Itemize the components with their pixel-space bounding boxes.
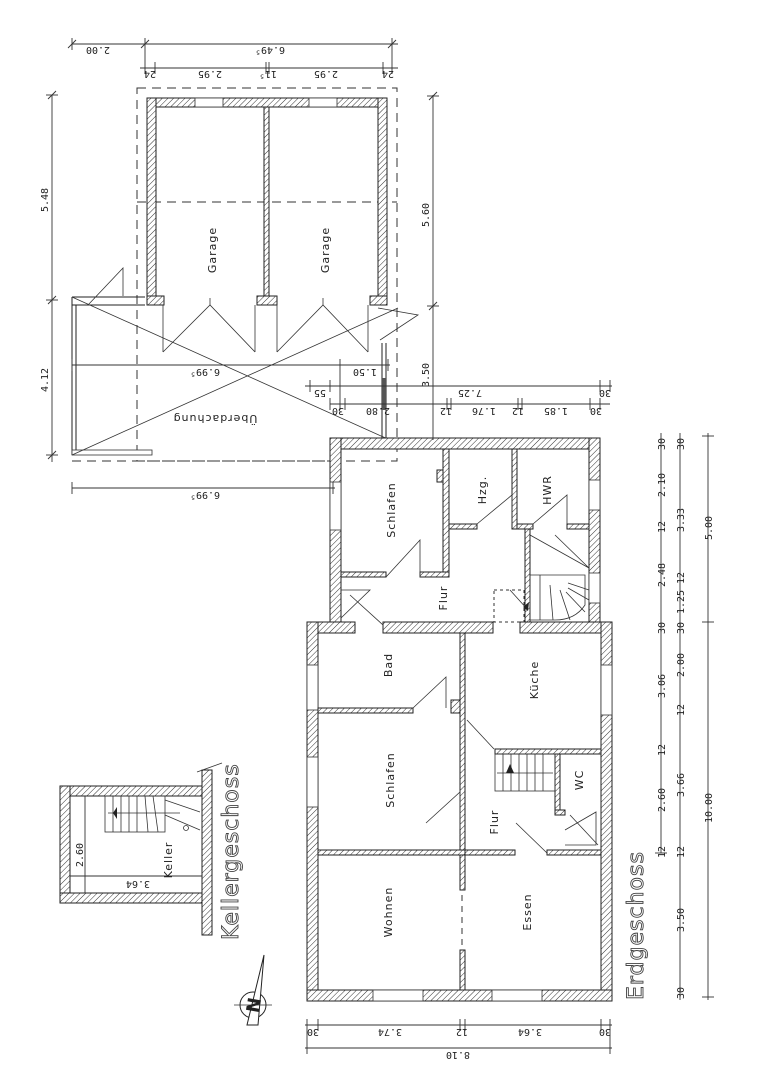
dim-right-col1: 2.48 (657, 563, 668, 587)
dim-carport-width: 6.99⁵ (190, 366, 220, 377)
dim-bottom-seg: 3.74 (378, 1026, 402, 1037)
dim-top-seg: 2.95 (314, 68, 338, 79)
dim-row-main: 12 (512, 405, 524, 416)
dim-carport-seg: 1.50 (353, 366, 377, 377)
dim-right-col1: 12 (657, 846, 668, 858)
dim-row-main: 30 (590, 405, 602, 416)
room-label-living: Wohnen (382, 887, 395, 938)
dim-right-col2: 12 (676, 572, 687, 584)
room-label-garage-left: Garage (206, 227, 219, 273)
dim-top-total-left: 2.00 (86, 44, 110, 55)
dim-row-main: 12 (440, 405, 452, 416)
dim-right-col2: 2.00 (676, 653, 687, 677)
basement-plan: Keller 2.60 3.64 Kellergeschoss (59, 762, 244, 940)
carport: Überdachung (71, 266, 420, 462)
dim-bottom-seg: 30 (599, 1026, 611, 1037)
dim-row-725: 7.25 (458, 387, 482, 398)
room-label-garage-right: Garage (319, 227, 332, 273)
dim-bottom-seg: 30 (307, 1026, 319, 1037)
dim-right-col2: 1.25 (676, 590, 687, 614)
dim-right-col1: 30 (657, 438, 668, 450)
dimensions-top: 2.00 6.49⁵ 24 2.95 11⁵ 2.95 24 (67, 38, 398, 79)
room-label-utility: HWR (541, 475, 554, 505)
dim-right-col2: 3.66 (676, 773, 687, 797)
dim-bottom-seg: 3.64 (518, 1026, 542, 1037)
title-basement: Kellergeschoss (219, 763, 244, 940)
dim-top-seg: 24 (382, 68, 394, 79)
dim-right-col2: 3.33 (676, 508, 687, 532)
dimensions-garage-right: 5.60 3.50 (421, 91, 439, 440)
room-label-wc: WC (573, 770, 586, 791)
dim-top-seg: 11⁵ (259, 68, 277, 79)
dimensions-bottom: 30 3.74 12 3.64 30 8.10 (305, 1019, 612, 1060)
dim-right-col1: 12 (657, 521, 668, 533)
dim-left-upper: 5.48 (40, 188, 51, 212)
title-ground-floor: Erdgeschoss (624, 851, 649, 1000)
dim-row-main: 1.85 (544, 405, 568, 416)
interior-walls-upper: Schlafen Hzg. HWR Flur (340, 448, 590, 626)
room-label-hall-upper: Flur (437, 586, 450, 611)
dim-row-main: 30 (332, 405, 344, 416)
dim-right-col1: 3.06 (657, 674, 668, 698)
dim-right-col1: 30 (657, 622, 668, 634)
dimensions-left: 5.48 4.12 (40, 90, 58, 462)
dim-right-col2: 30 (676, 987, 687, 999)
dim-right-col2: 30 (676, 438, 687, 450)
dim-right-col3: 10.00 (704, 793, 715, 823)
room-label-cellar: Keller (162, 842, 175, 879)
dim-row-725: 30 (599, 387, 611, 398)
dim-bottom-total: 8.10 (446, 1049, 470, 1060)
dim-carport-right: 3.50 (421, 363, 432, 387)
dim-right-col2: 3.50 (676, 908, 687, 932)
dim-cellar-length: 3.64 (126, 878, 150, 889)
room-label-kitchen: Küche (528, 661, 541, 699)
dim-left-lower: 4.12 (40, 368, 51, 392)
dim-top-seg: 2.95 (198, 68, 222, 79)
dim-cellar-width: 2.60 (75, 843, 86, 867)
dim-top-total: 6.49⁵ (255, 44, 285, 55)
compass-n-label: N (243, 996, 266, 1014)
room-label-bedroom-lower: Schlafen (384, 752, 397, 807)
dim-right-col2: 30 (676, 622, 687, 634)
dimensions-carport: 6.99⁵ 1.50 55 7.25 30 30 2.80 12 1.76 12… (71, 359, 612, 500)
dim-garage-right: 5.60 (421, 203, 432, 227)
dim-top-seg: 24 (144, 68, 156, 79)
interior-walls-lower: Bad Küche Schlafen WC Flur Wohnen Essen (317, 632, 602, 991)
house-walls (306, 437, 613, 1002)
dim-carport-width-2: 6.99⁵ (190, 489, 220, 500)
dim-row-main: 2.80 (366, 405, 390, 416)
dim-right-col1: 2.10 (657, 473, 668, 497)
dim-right-col1: 12 (657, 744, 668, 756)
north-compass: N (234, 954, 272, 1026)
dim-row-725: 55 (314, 387, 326, 398)
dimensions-right: 30 2.10 12 2.48 30 3.06 12 2.60 12 30 3.… (655, 433, 715, 1000)
dim-right-col2: 12 (676, 704, 687, 716)
room-label-carport: Überdachung (173, 412, 258, 425)
garage-block: Garage Garage (136, 87, 398, 462)
dim-right-col3: 5.00 (704, 516, 715, 540)
dim-bottom-seg: 12 (456, 1026, 468, 1037)
room-label-heating: Hzg. (476, 476, 489, 505)
dim-row-main: 1.76 (472, 405, 496, 416)
dim-right-col1: 2.60 (657, 788, 668, 812)
room-label-bedroom-upper: Schlafen (385, 482, 398, 537)
room-label-hall-lower: Flur (488, 810, 501, 835)
dim-right-col2: 12 (676, 846, 687, 858)
room-label-dining: Essen (521, 893, 534, 930)
room-label-bath: Bad (382, 653, 395, 677)
